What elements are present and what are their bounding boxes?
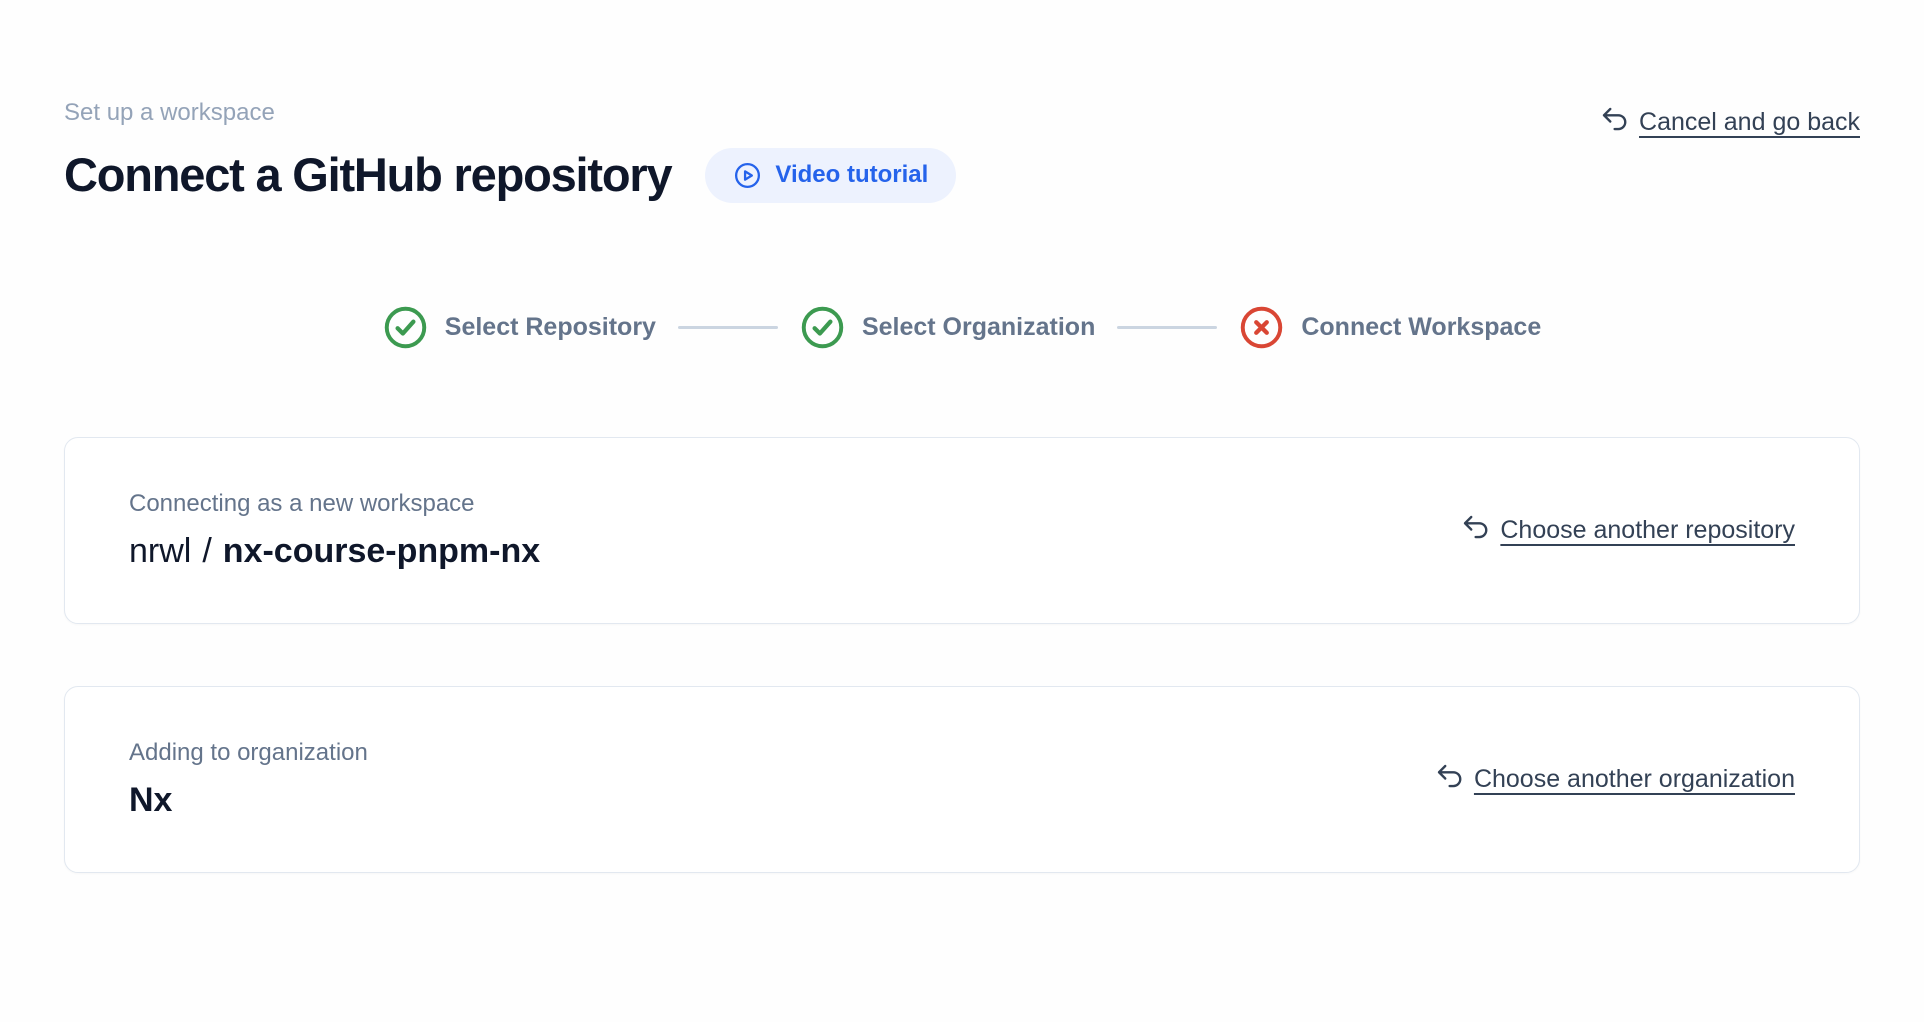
step-label: Select Organization <box>861 312 1096 341</box>
step-label: Select Repository <box>444 312 656 341</box>
eyebrow-label: Set up a workspace <box>64 99 275 126</box>
step-connector <box>1117 325 1218 329</box>
repository-card-info: Connecting as a new workspace nrwl / nx-co… <box>129 489 540 572</box>
repository-full-name: nrwl / nx-course-pnpm-nx <box>129 530 540 572</box>
organization-name-text: Nx <box>129 781 173 819</box>
header-left: Set up a workspace Connect a GitHub repo… <box>64 98 957 204</box>
step-label: Connect Workspace <box>1301 312 1542 341</box>
repository-card: Connecting as a new workspace nrwl / nx-co… <box>64 437 1860 624</box>
organization-name: Nx <box>129 779 368 821</box>
organization-card-label: Adding to organization <box>129 739 368 766</box>
step-connect-workspace: Connect Workspace <box>1239 305 1541 350</box>
stepper: Select Repository Select Organization <box>64 304 1860 350</box>
undo-arrow-icon <box>1460 512 1490 549</box>
title-row: Connect a GitHub repository Video tutori… <box>64 146 957 204</box>
video-tutorial-button[interactable]: Video tutorial <box>705 147 957 203</box>
step-select-organization: Select Organization <box>800 305 1095 350</box>
undo-arrow-icon <box>1599 104 1629 141</box>
repository-owner: nrwl <box>129 532 192 570</box>
page-header: Set up a workspace Connect a GitHub repo… <box>64 98 1860 204</box>
play-circle-icon <box>733 161 762 190</box>
check-circle-icon <box>800 305 845 350</box>
video-tutorial-label: Video tutorial <box>775 161 929 188</box>
undo-arrow-icon <box>1434 761 1464 798</box>
organization-card: Adding to organization Nx Choose another… <box>64 686 1860 873</box>
choose-another-repository-link[interactable]: Choose another repository <box>1460 512 1795 549</box>
cancel-link-label: Cancel and go back <box>1639 108 1860 136</box>
choose-another-organization-link[interactable]: Choose another organization <box>1434 761 1795 798</box>
step-connector <box>677 325 778 329</box>
x-circle-icon <box>1239 305 1284 350</box>
organization-card-info: Adding to organization Nx <box>129 738 368 821</box>
setup-workspace-page: Set up a workspace Connect a GitHub repo… <box>0 98 1924 873</box>
repository-card-label: Connecting as a new workspace <box>129 490 475 517</box>
repository-name: nx-course-pnpm-nx <box>222 532 541 570</box>
check-circle-icon <box>383 305 428 350</box>
cancel-and-go-back-link[interactable]: Cancel and go back <box>1599 104 1860 141</box>
choose-another-repository-label: Choose another repository <box>1500 516 1795 544</box>
choose-another-organization-label: Choose another organization <box>1473 765 1795 793</box>
repository-separator: / <box>202 532 212 570</box>
step-select-repository: Select Repository <box>383 305 656 350</box>
page-title: Connect a GitHub repository <box>64 148 673 201</box>
